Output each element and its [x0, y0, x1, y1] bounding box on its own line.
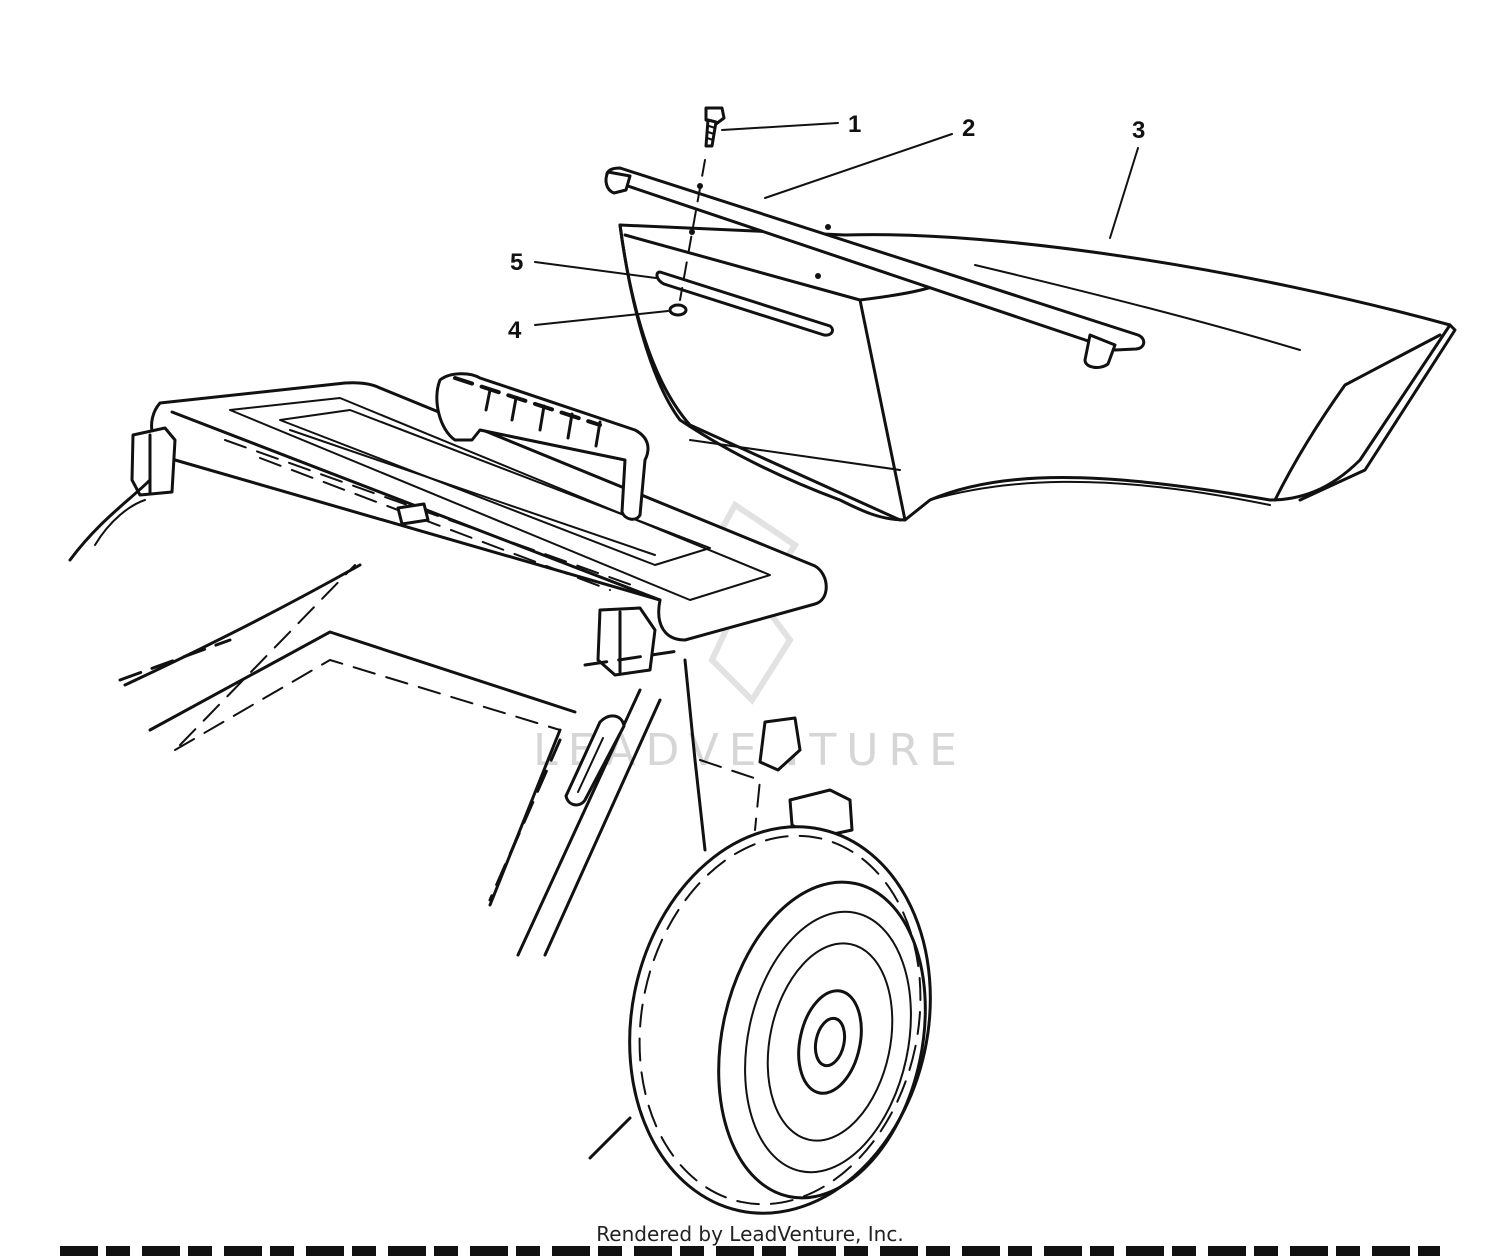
nut — [668, 303, 688, 317]
callout-2: 2 — [962, 115, 975, 142]
bolt — [679, 106, 726, 301]
callout-leaders — [534, 122, 1139, 326]
strap — [655, 229, 834, 337]
bag-frame-rail — [604, 166, 1146, 369]
callout-4: 4 — [508, 317, 522, 344]
callout-1: 1 — [848, 111, 861, 138]
rear-door — [130, 372, 828, 677]
callout-5: 5 — [510, 249, 523, 276]
callout-3: 3 — [1132, 117, 1145, 144]
footer-credit: Rendered by LeadVenture, Inc. — [596, 1222, 904, 1246]
grass-bag — [618, 223, 1457, 522]
cropped-text-band — [60, 1246, 1440, 1256]
wheel — [588, 825, 932, 1215]
